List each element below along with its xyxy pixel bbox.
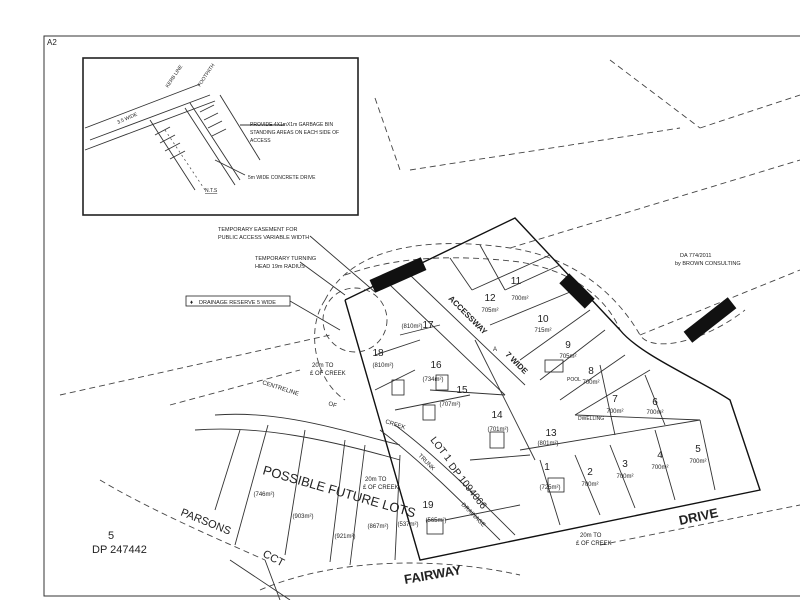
approval-note-2: by BROWN CONSULTING: [675, 261, 741, 267]
lot-labels: 1 (725m²) 2 700m² 3 700m² 4 700m² 5 700m…: [372, 276, 706, 524]
parsons-label: PARSONS: [179, 507, 233, 538]
lot-area: 700m²: [581, 482, 598, 488]
lot-area: 700m²: [511, 296, 528, 302]
turning-head: [322, 287, 388, 353]
future-lot-area: (746m²): [253, 492, 274, 498]
lot-area: (707m²): [439, 402, 460, 408]
lot1-label: LOT 1: [428, 435, 454, 464]
lot-number: 1: [544, 462, 550, 473]
creek-offset-c-1: 20m TO: [580, 533, 602, 539]
creek-offset-a-2: £ OF CREEK: [310, 371, 346, 377]
lot-number: 6: [652, 397, 658, 408]
lot-number: 15: [456, 385, 468, 396]
dwelling-label: DWELLING: [578, 416, 604, 422]
lot-number: 4: [657, 450, 663, 461]
inset-scale: N.T.S: [205, 188, 218, 194]
future-lot-area: (537m²): [397, 522, 418, 528]
lot-number: 5: [695, 444, 701, 455]
approval-note-1: DA 774/2011: [680, 253, 711, 259]
creek-offset-c-2: £ OF CREEK: [576, 541, 612, 547]
future-lots-linework: [194, 413, 401, 566]
lot-area: 705m²: [559, 354, 576, 360]
lot-area: (801m²): [537, 441, 558, 447]
lot-area: (810m²): [401, 324, 422, 330]
future-lot-area: (903m²): [292, 514, 313, 520]
drainage-reserve-note: DRAINAGE RESERVE 5 WIDE: [199, 300, 276, 306]
development-boundary: [344, 217, 761, 561]
lot-number: 12: [484, 293, 496, 304]
easement-note-2: PUBLIC ACCESS VARIABLE WIDTH: [218, 235, 309, 241]
drainage-reserve-symbol: ♦: [190, 300, 193, 306]
lot-area: (725m²): [539, 485, 560, 491]
drive-label: DRIVE: [678, 505, 720, 528]
lot-number: 19: [422, 500, 434, 511]
feature-labels: POOL DWELLING A: [493, 347, 604, 422]
sheet-label: A2: [47, 38, 57, 47]
creek-label: CREEK: [384, 419, 406, 431]
lot-number: 9: [565, 340, 571, 351]
inset-bin-note-3: ACCESS: [250, 138, 271, 144]
lot-number: 18: [372, 348, 384, 359]
lot-area: 700m²: [582, 380, 599, 386]
inset-kerb-line: KERB LINE: [165, 64, 185, 90]
lot-area: 700m²: [616, 474, 633, 480]
turning-head-note-2: HEAD 19m RADIUS: [255, 264, 305, 270]
creek-offset-a-1: 20m TO: [312, 363, 334, 369]
road-reserves: [59, 59, 800, 600]
lot-number: 14: [491, 410, 503, 421]
lot-number: 7: [612, 394, 618, 405]
sheet-border: [43, 35, 800, 597]
bin-area-hatching: [154, 104, 227, 160]
lot-number: 3: [622, 459, 628, 470]
lot-number: 16: [430, 360, 442, 371]
future-lot-area: (867m²): [367, 524, 388, 530]
lot-area: 715m²: [534, 328, 551, 334]
lot-number: 11: [511, 276, 522, 287]
inset-width-label: 3.5 WIDE: [116, 111, 139, 125]
garbage-bin-blocks: [369, 257, 737, 343]
inset-bin-note-1: PROVIDE 4X1mX1m GARBAGE BIN: [250, 122, 333, 128]
inset-detail: KERB LINE FOOTPATH 3.5 WIDE PROVIDE 4X1m…: [82, 57, 359, 216]
plan-notes: TEMPORARY EASEMENT FOR PUBLIC ACCESS VAR…: [185, 227, 741, 547]
inset-footpath: FOOTPATH: [197, 62, 217, 88]
lot-area: 700m²: [689, 459, 706, 465]
future-lot-areas: (746m²) (903m²) (921m²) (867m²) (537m²): [253, 492, 418, 540]
lot-area: (565m²): [425, 518, 446, 524]
road-names: ACCESSWAY 7 WIDE DRIVE FAIRWAY PARSONS C…: [179, 294, 720, 587]
inset-drive-note: 5m WIDE CONCRETE DRIVE: [248, 175, 316, 181]
lot-number: 13: [545, 428, 557, 439]
lot-area: 700m²: [646, 410, 663, 416]
lot-number: 17: [422, 320, 434, 331]
lot-area: 700m²: [651, 465, 668, 471]
centreline-label: CENTRELINE: [261, 380, 299, 397]
easement-note-1: TEMPORARY EASEMENT FOR: [218, 227, 297, 233]
lot-area: (701m²): [487, 427, 508, 433]
lot-area: (734m²): [422, 377, 443, 383]
inset-bin-note-2: STANDING AREAS ON EACH SIDE OF: [250, 130, 339, 136]
inset-frame: [82, 57, 359, 216]
creek-offset-b-1: 20m TO: [365, 477, 387, 483]
pool-label: POOL: [567, 377, 581, 383]
lot-number: 2: [587, 467, 593, 478]
bin-area-marker: A: [493, 347, 497, 353]
future-lot-area: (921m²): [334, 534, 355, 540]
building-footprints: [391, 359, 565, 535]
turning-head-note-1: TEMPORARY TURNING: [255, 256, 316, 262]
dp-number: DP 247442: [92, 544, 147, 556]
of-label: OF: [327, 401, 337, 409]
lot-number: 8: [588, 366, 594, 377]
lot-number: 10: [537, 314, 549, 325]
lot-area: 700m²: [606, 409, 623, 415]
creek-offset-b-2: £ OF CREEK: [363, 485, 399, 491]
lot-area: (810m²): [372, 363, 393, 369]
fairway-label: FAIRWAY: [403, 562, 463, 587]
dp-lot-number: 5: [108, 530, 114, 542]
cct-label: CCT: [261, 548, 287, 569]
lot-area: 705m²: [481, 308, 498, 314]
accessway-width: 7 WIDE: [504, 350, 530, 376]
